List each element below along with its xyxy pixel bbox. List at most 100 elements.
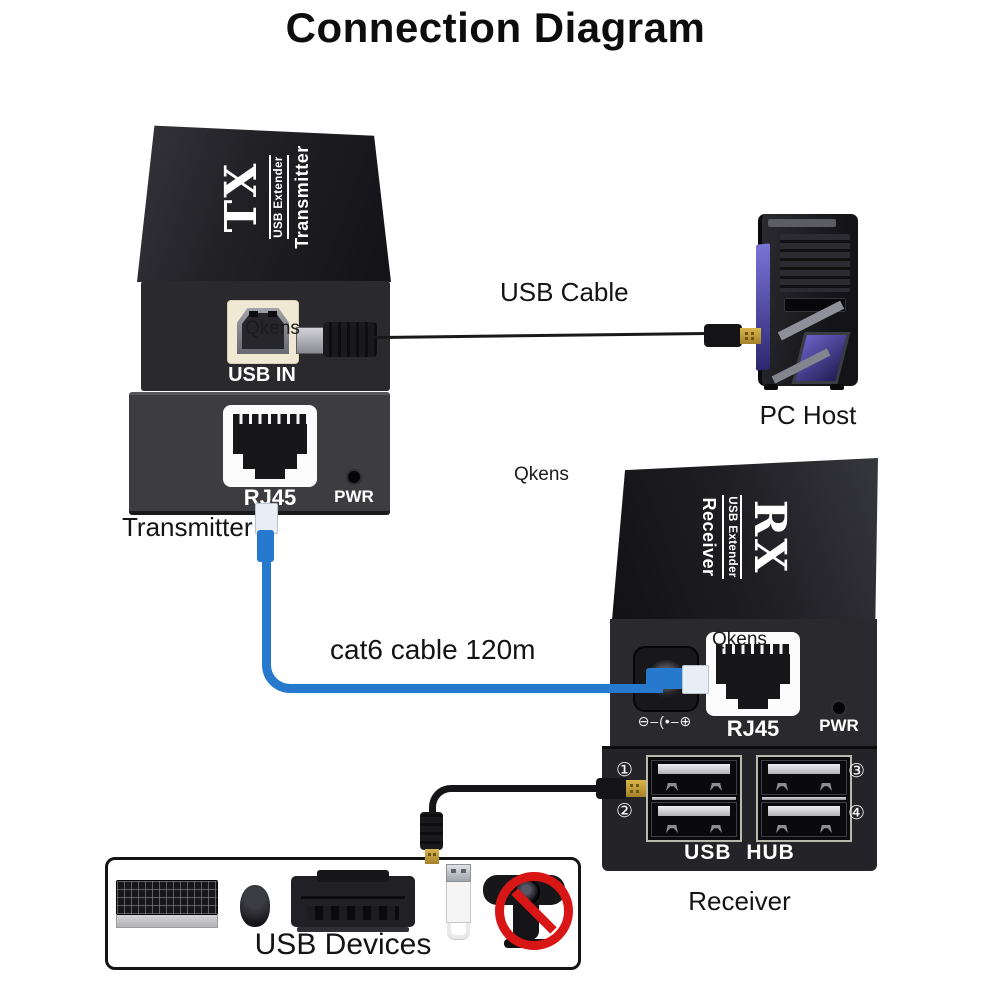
rx-rj45-label: RJ45 [726,716,780,741]
downstream-usb-plug-body [420,812,443,850]
usb-port-2 [651,802,737,837]
tx-name: Transmitter [291,145,312,249]
usb-cable-plug [704,324,742,347]
rj45-teeth [716,644,790,654]
usb-b-contact [249,311,258,317]
downstream-usb-plug-tip [425,849,439,864]
tx-subtitle: USB Extender [268,155,289,239]
pin [745,332,748,335]
pin [433,853,436,856]
transmitter-caption: Transmitter [122,512,253,542]
usb-tongue [658,764,730,774]
keyboard-keys [116,880,218,915]
rj45-step [726,684,780,699]
usb-nub [666,825,678,833]
tx-pwr-label: PWR [334,487,374,506]
rj45-teeth [233,414,307,424]
rj45-port-icon [706,632,800,716]
usb-nub [710,783,722,791]
pin [428,853,431,856]
usb-port-3 [761,760,847,795]
usb-hub-label: USB HUB [684,841,795,864]
usb-nub [820,825,832,833]
flash-body [446,882,471,923]
flash-contact [451,869,456,873]
port-number-2: ② [616,801,634,822]
pc-tower-icon [752,212,860,390]
prohibition-icon [495,872,573,950]
usb-nub [710,825,722,833]
pin [630,784,633,787]
printer-output-slot [307,906,399,920]
usb-b-metal [237,308,289,354]
usb-devices-caption: USB Devices [254,928,432,961]
pc-vents [780,234,850,292]
port-divider [652,797,736,800]
power-led-icon [833,702,845,714]
tx-logo: TX USB Extender Transmitter [196,126,336,272]
rx-logo: RX USB Extender Receiver [675,462,815,612]
cat6-boot-rx [646,668,684,689]
port-number-3: ③ [848,761,866,782]
tx-front-face: USB IN [141,281,390,391]
tx-top-face: TX USB Extender Transmitter [136,125,391,282]
pin [636,790,639,793]
pc-foot [830,384,844,390]
printer-icon [291,870,415,932]
usb-port-4 [761,802,847,837]
tx-logo-text: TX [215,161,267,233]
usb-plug-metal [296,327,326,354]
port-number-1: ① [616,760,634,781]
printer-base [297,927,409,932]
receiver-caption: Receiver [688,886,791,916]
dc-polarity-symbol: ⊖–(•–⊕ [637,713,693,729]
usb-nub [776,783,788,791]
usb-b-port-icon [227,300,299,364]
usb-cable-plug-tip [740,328,761,344]
watermark-tx: Qkens [245,318,300,339]
mouse-icon [240,885,270,927]
flash-cap [446,864,471,882]
cat6-cable-label: cat6 cable 120m [330,634,536,665]
usb-tongue [768,764,840,774]
page-title: Connection Diagram [285,4,706,51]
usb-cable [373,331,709,340]
printer-lid [317,870,389,882]
rj45-body [716,654,790,684]
rj45-tab [255,469,285,479]
prohibition-slash [511,888,557,934]
rj45-tab [738,699,768,709]
usb-b-inner [242,313,284,349]
rj45-port-icon [223,405,317,487]
pin [636,784,639,787]
watermark-rx: Qkens [712,629,767,650]
port-number-4: ④ [848,803,866,824]
usb-tongue [658,806,730,816]
rx-top-face: RX USB Extender Receiver [612,457,878,621]
printer-panel-line [301,896,405,899]
flash-contact [461,869,466,873]
usb-plug-body [323,322,377,357]
rx-logo-text: RX [744,499,796,575]
rj45-body [233,424,307,454]
usb-flash-drive-icon [446,864,471,939]
cat6-cable [262,558,663,693]
pin [751,332,754,335]
hub-usb-plug-tip [626,780,646,797]
hub-usb-cable [429,785,608,832]
usb-in-label: USB IN [228,364,296,386]
usb-nub [820,783,832,791]
usb-tongue [768,806,840,816]
rx-pwr-label: PWR [819,716,859,735]
usb-cable-label: USB Cable [500,277,629,307]
power-led-icon [348,471,360,483]
usb-a-port-icon [756,755,852,842]
cat6-connector-rx [682,665,709,694]
pc-side-window [756,243,770,371]
keyboard-palmrest [116,915,218,928]
watermark-center: Qkens [514,464,569,485]
pin [630,790,633,793]
tx-rj45-panel: RJ45 PWR [129,392,390,515]
rx-hub-face: ① ② ③ ④ USB HUB [602,746,877,871]
